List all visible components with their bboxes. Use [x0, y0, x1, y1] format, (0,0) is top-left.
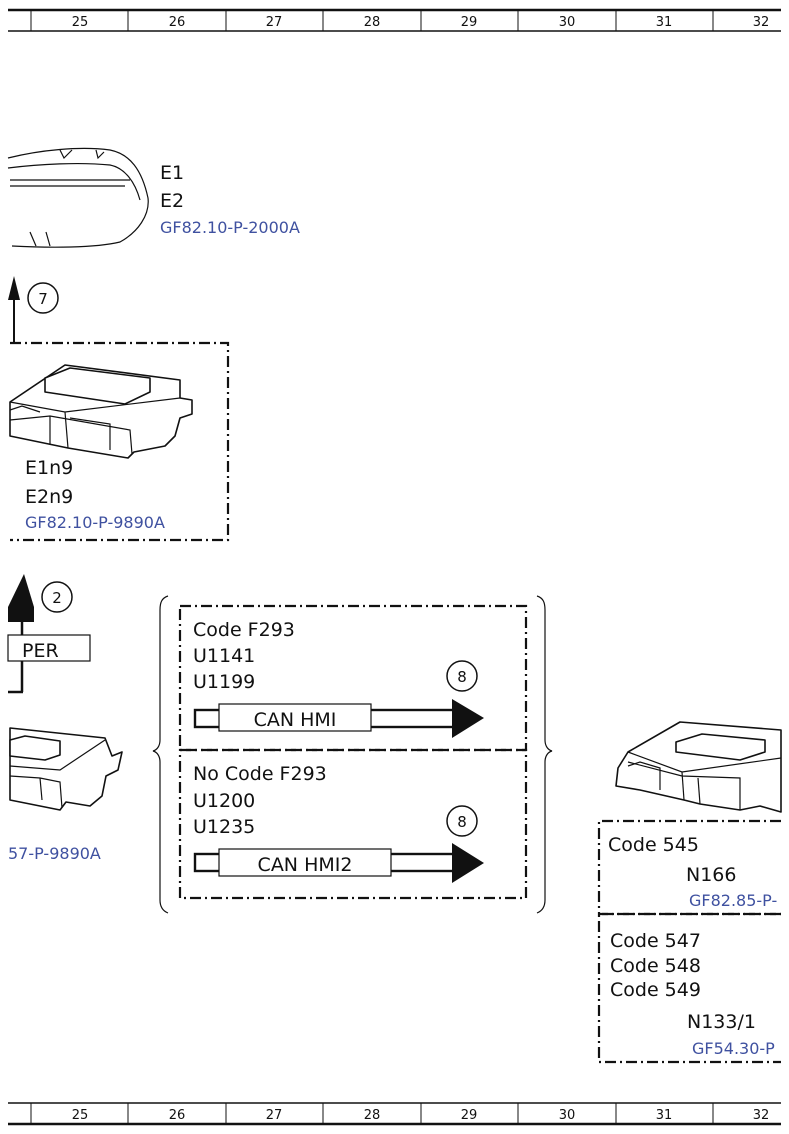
code-f293-u1141: U1141 [193, 645, 255, 667]
circle-marker-8: 8 [446, 805, 478, 837]
control-unit-left-icon [9, 727, 123, 811]
can-hmi2-label-box [218, 848, 392, 877]
code-f293-label: Code F293 [193, 619, 295, 641]
control-unit-label-e1n9: E1n9 [25, 457, 73, 479]
headlamp-ref-link[interactable]: GF82.10-P-2000A [160, 218, 300, 237]
circle-number: 2 [52, 589, 62, 607]
left-brace [152, 595, 169, 914]
code-547-frame [597, 912, 781, 1064]
can-hmi-label: CAN HMI [254, 709, 337, 731]
control-unit-right-icon [615, 721, 782, 813]
per-label-box [7, 634, 91, 662]
code-545-label: Code 545 [608, 834, 699, 856]
circle-marker-8: 8 [446, 660, 478, 692]
ruler-number: 25 [72, 15, 89, 30]
code-548-label: Code 548 [610, 955, 701, 977]
bottom-ruler: 25 26 27 28 29 30 31 32 [8, 1102, 781, 1126]
ruler-number: 28 [364, 1108, 381, 1123]
can-hmi2-label: CAN HMI2 [258, 854, 353, 876]
circle-marker-7: 7 [27, 282, 59, 314]
ruler-number: 29 [461, 15, 478, 30]
code-545-ref-link[interactable]: GF82.85-P- [689, 891, 777, 910]
control-unit-ref-link[interactable]: GF82.10-P-9890A [25, 513, 165, 532]
ruler-number: 30 [559, 1108, 576, 1123]
ruler-number: 26 [169, 1108, 186, 1123]
ruler-number: 32 [753, 1108, 770, 1123]
control-unit-icon [9, 364, 193, 459]
headlamp-label-e2: E2 [160, 190, 184, 212]
can-hmi-label-box [218, 703, 372, 732]
ruler-number: 29 [461, 1108, 478, 1123]
ruler-number: 26 [169, 15, 186, 30]
arrow-up-icon [8, 276, 20, 342]
control-unit-label-e2n9: E2n9 [25, 486, 73, 508]
ruler-number: 31 [656, 15, 673, 30]
control-unit-top-frame [10, 341, 230, 542]
right-brace [536, 595, 553, 914]
ruler-number: 30 [559, 15, 576, 30]
circle-number: 8 [457, 668, 467, 686]
code-547-component: N133/1 [687, 1011, 756, 1033]
circle-number: 8 [457, 813, 467, 831]
headlamp-icon [7, 147, 149, 248]
code-549-label: Code 549 [610, 979, 701, 1001]
ruler-number: 28 [364, 15, 381, 30]
per-label: PER [22, 640, 59, 662]
ruler-number: 32 [753, 15, 770, 30]
code-f293-frame [178, 604, 528, 752]
no-code-f293-frame [178, 748, 528, 900]
ruler-number: 27 [266, 15, 283, 30]
headlamp-label-e1: E1 [160, 162, 184, 184]
left-unit-ref-link[interactable]: 57-P-9890A [8, 844, 101, 863]
no-code-f293-label: No Code F293 [193, 763, 327, 785]
no-code-f293-u1235: U1235 [193, 816, 255, 838]
ruler-number: 31 [656, 1108, 673, 1123]
circle-marker-2: 2 [41, 581, 73, 613]
ruler-number: 27 [266, 1108, 283, 1123]
top-ruler: 25 26 27 28 29 30 31 32 [8, 8, 781, 32]
code-547-label: Code 547 [610, 930, 701, 952]
circle-number: 7 [38, 290, 48, 308]
code-f293-u1199: U1199 [193, 671, 255, 693]
arrow-up-filled-icon [8, 574, 34, 694]
no-code-f293-u1200: U1200 [193, 790, 255, 812]
code-545-component: N166 [686, 864, 736, 886]
code-547-ref-link[interactable]: GF54.30-P [692, 1039, 775, 1058]
ruler-number: 25 [72, 1108, 89, 1123]
